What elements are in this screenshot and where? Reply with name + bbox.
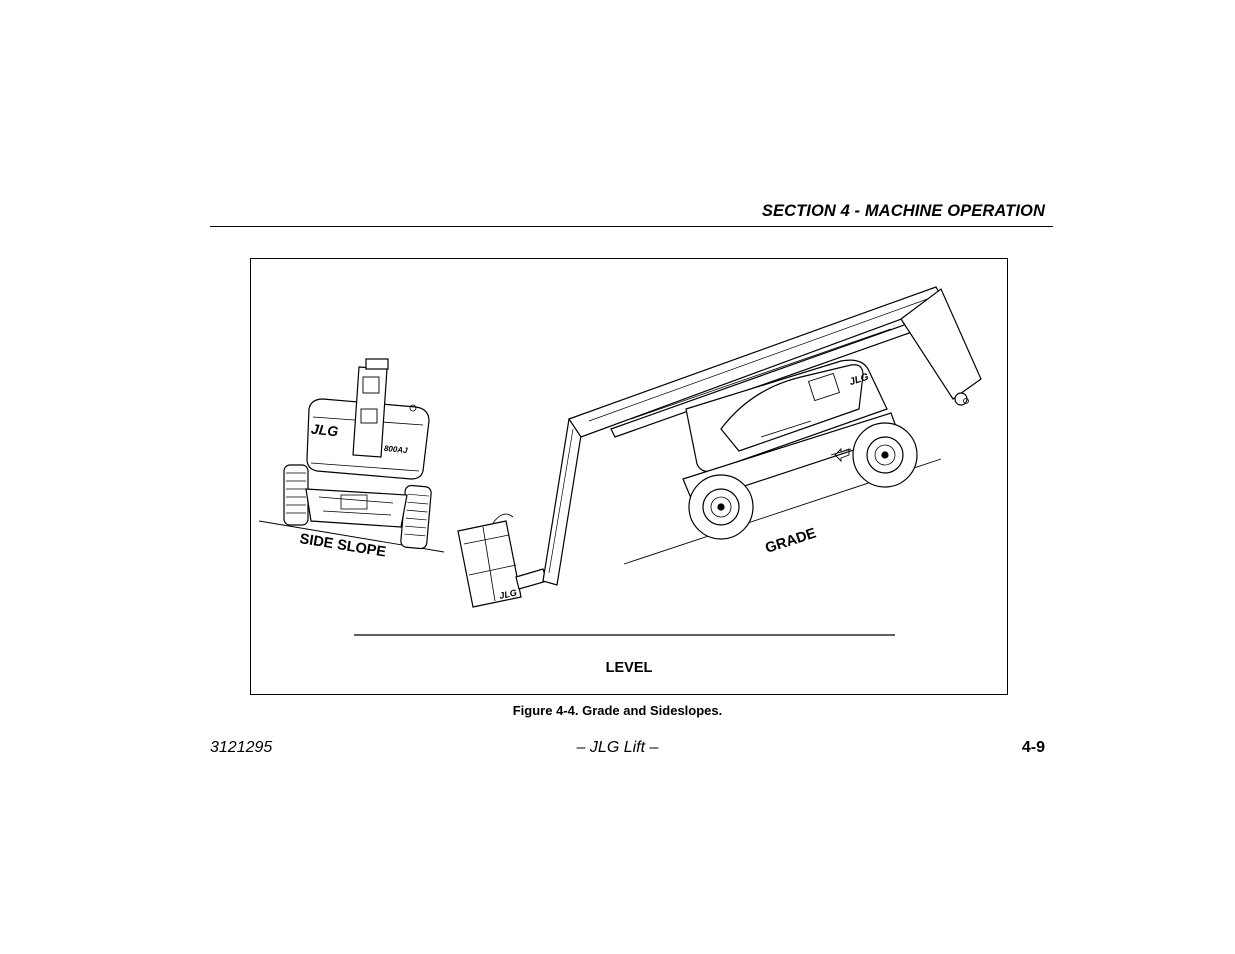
rear-view-machine [258,358,445,553]
level-label: LEVEL [606,660,653,676]
side-view-machine [457,286,982,608]
figure-caption: Figure 4-4. Grade and Sideslopes. [512,703,723,718]
jlg-logo-platform: JLG [498,588,517,601]
section-title: SECTION 4 - MACHINE OPERATION [761,202,1045,220]
figure-illustration: JLG 800AJ SIDE SLOPE [258,286,982,676]
doc-number: 3121295 [210,739,273,756]
model-mark-rear: 800AJ [384,444,409,455]
page-number: 4-9 [1021,739,1045,756]
side-slope-label: SIDE SLOPE [299,531,388,560]
footer-title: – JLG Lift – [576,739,659,756]
grade-label: GRADE [763,525,818,556]
header-rule [210,226,1053,227]
jlg-logo-rear: JLG [310,421,339,440]
figure-grade-sideslopes: JLG 800AJ SIDE SLOPE [250,258,1008,695]
